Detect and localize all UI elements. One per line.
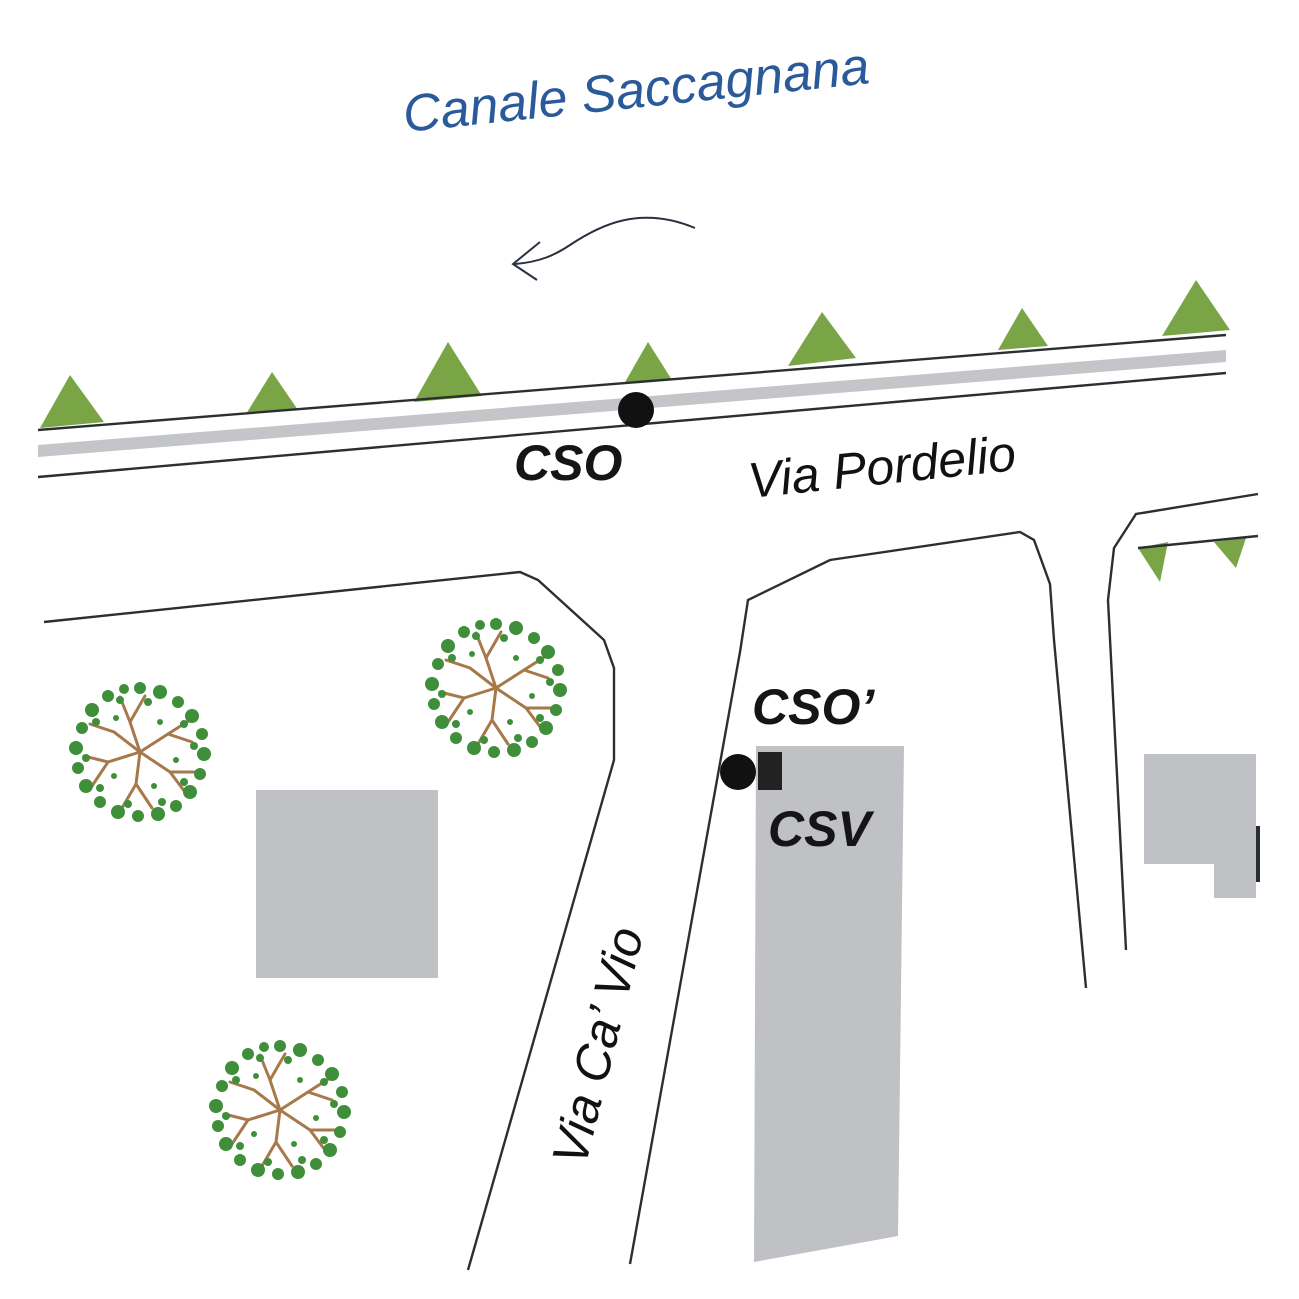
building-east — [1144, 754, 1256, 898]
tree-icon — [67, 680, 213, 824]
flow-arrow-icon — [511, 216, 696, 281]
tree-icon — [423, 616, 569, 760]
road-edges — [43, 492, 1259, 1271]
building-east-edge — [1256, 826, 1260, 882]
cso-label: CSO — [514, 435, 622, 491]
point-cso[interactable]: CSO — [514, 392, 654, 491]
point-csv[interactable]: CSV — [758, 752, 874, 857]
canal-bank-vegetation — [40, 280, 1246, 582]
tree-icon — [207, 1038, 353, 1182]
cso-prime-label: CSO’ — [752, 679, 875, 735]
building-west — [256, 790, 438, 978]
csv-marker-icon — [758, 752, 782, 790]
point-cso-prime[interactable]: CSO’ — [720, 679, 875, 790]
buildings — [256, 746, 1260, 1262]
building-central — [754, 746, 904, 1262]
cso-marker-icon — [618, 392, 654, 428]
street-label-via-pordelio: Via Pordelio — [745, 425, 1018, 509]
csv-label: CSV — [768, 801, 874, 857]
cso-prime-marker-icon — [720, 754, 756, 790]
canal-label: Canale Saccagnana — [400, 37, 872, 144]
